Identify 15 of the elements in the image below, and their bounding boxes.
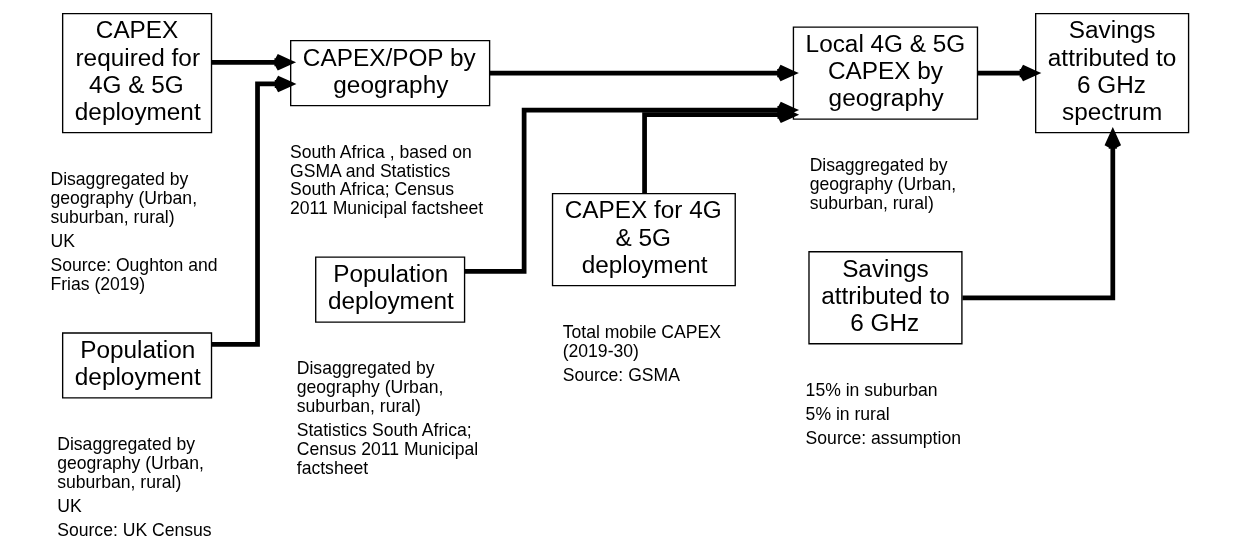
node-label: Statistics South Africa; Census 2011 Municipal factsheet: [296, 420, 478, 479]
node-label: Source: Oughton and Frias (2019): [49, 255, 218, 295]
node-label: Source: UK Census: [56, 520, 212, 541]
node-label: Disaggregated by geography (Urban, suburban, rural): [56, 433, 204, 492]
node-label: 15% in suburban: [805, 379, 938, 400]
node-label: 5% in rural: [805, 404, 890, 425]
node-label: South Africa , based on GSMA and Statistics South Africa; Census 2011 Municipal factsheet: [289, 141, 483, 219]
node-label: Source: GSMA: [562, 364, 680, 385]
node-label: UK: [49, 230, 75, 251]
node-label: Source: assumption: [805, 428, 961, 449]
node-label: Total mobile CAPEX (2019-30): [562, 321, 721, 361]
node-label: UK: [56, 496, 82, 517]
node-label: Disaggregated by geography (Urban, suburban, rural): [809, 155, 956, 213]
node-label: Disaggregated by geography (Urban, suburban, rural): [296, 358, 443, 416]
node-label: Disaggregated by geography (Urban, suburban, rural): [49, 168, 197, 227]
